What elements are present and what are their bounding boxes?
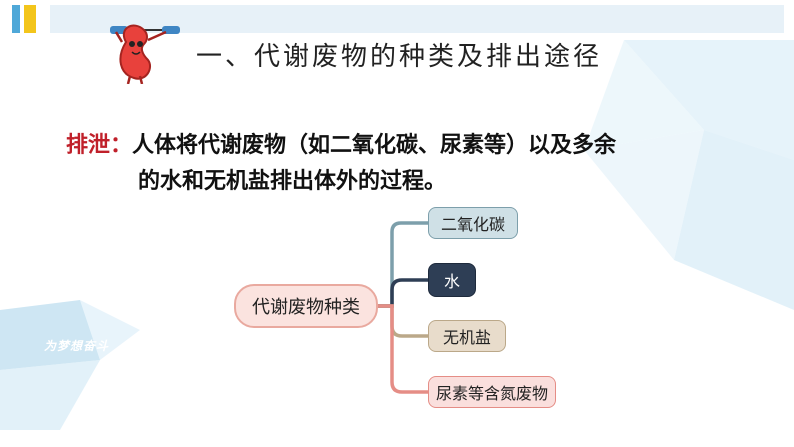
definition-label: 排泄： [66, 133, 133, 158]
slide-title: 一、代谢废物的种类及排出途径 [196, 42, 603, 72]
mindmap-leaf-inorganic-salt: 无机盐 [428, 320, 506, 352]
connector-branch-4 [378, 304, 428, 394]
background-polygons-left [0, 300, 140, 430]
mindmap-leaf-urea-nitrogen-waste: 尿素等含氮废物 [428, 376, 556, 408]
definition-block: 排泄：人体将代谢废物（如二氧化碳、尿素等）以及多余 的水和无机盐排出体外的过程。 [66, 128, 746, 200]
watermark-text: 为梦想奋斗 [44, 339, 110, 353]
kidney-mascot-icon [110, 24, 180, 84]
mindmap-leaf-water: 水 [428, 263, 476, 297]
connector-branch-1 [378, 221, 428, 308]
mindmap-root-node: 代谢废物种类 [234, 284, 378, 328]
mindmap-leaf-carbon-dioxide: 二氧化碳 [428, 207, 518, 239]
header-accent-blue [12, 5, 20, 33]
background-polygons-right [584, 40, 794, 310]
connector-branch-2 [378, 278, 428, 308]
connector-branch-3 [378, 304, 428, 338]
header-accent-yellow [24, 5, 36, 33]
definition-line-1: 人体将代谢废物（如二氧化碳、尿素等）以及多余 [132, 133, 617, 158]
definition-line-2: 的水和无机盐排出体外的过程。 [138, 169, 447, 194]
